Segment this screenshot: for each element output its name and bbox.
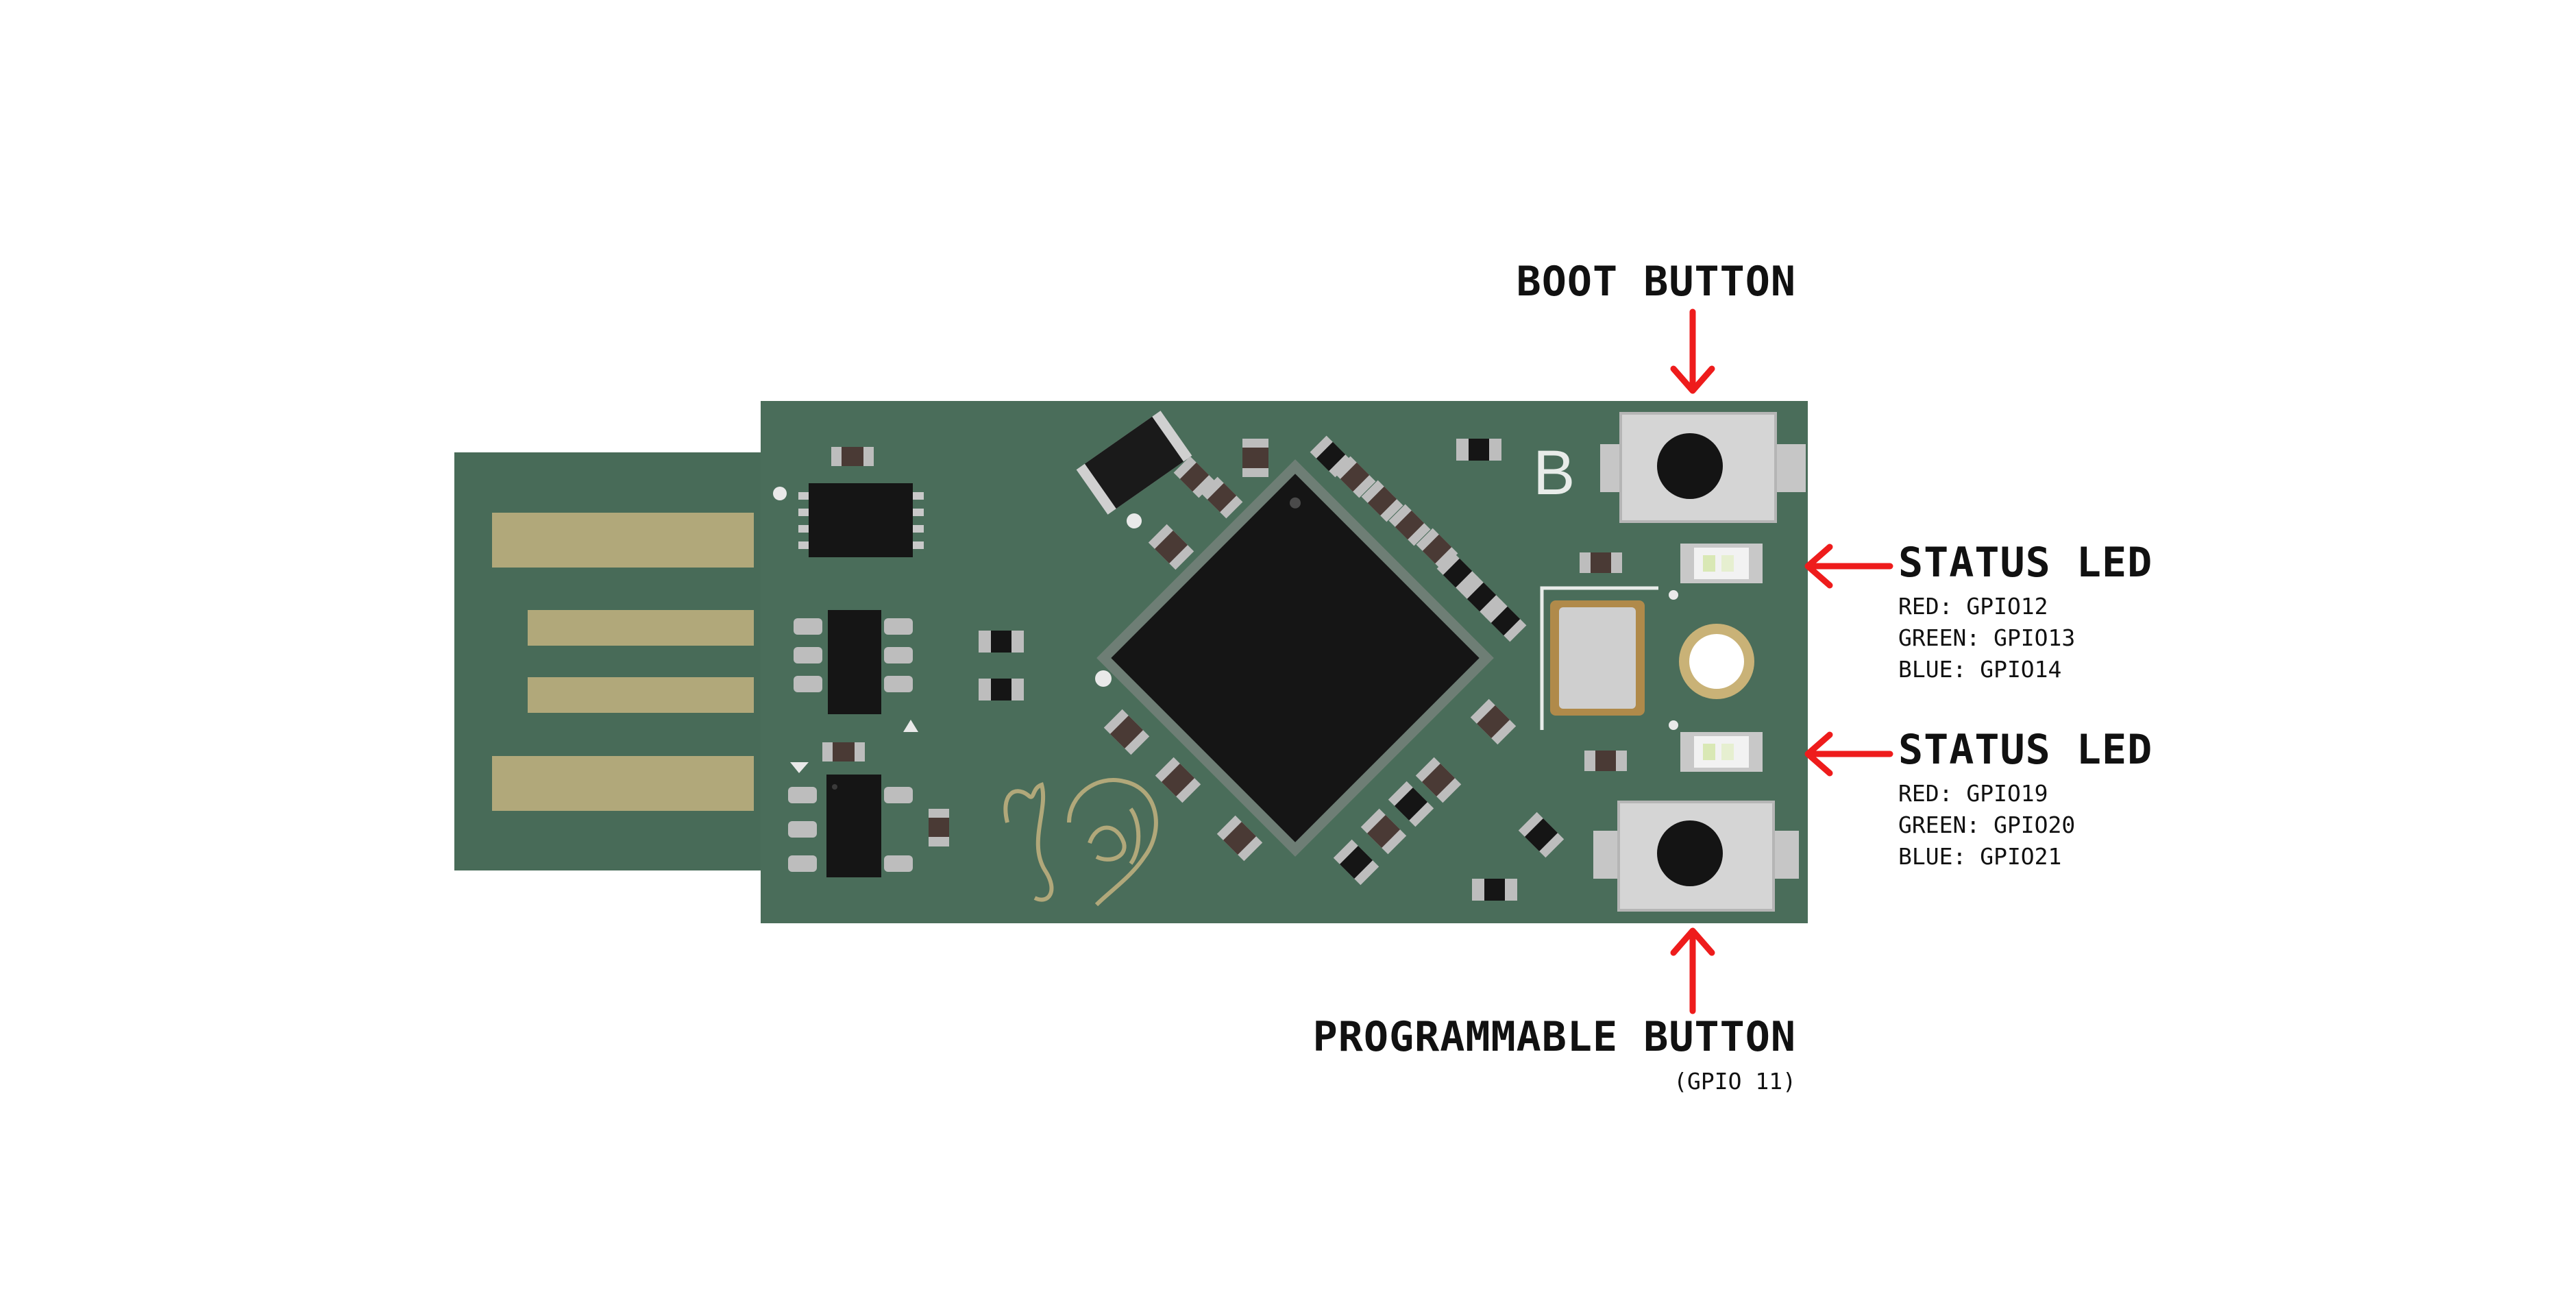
crystal-oscillator — [1550, 600, 1645, 716]
programmable-button — [1593, 801, 1799, 912]
usb-pad-4 — [492, 756, 754, 811]
ic-bottom-left — [788, 742, 913, 877]
label-status-led-2: STATUS LED RED: GPIO19 GREEN: GPIO20 BLU… — [1898, 726, 2152, 873]
arrow-boot-button — [1670, 308, 1715, 394]
label-programmable-button-gpio: (GPIO 11) — [1673, 1068, 1796, 1095]
usb-pad-2 — [528, 610, 754, 646]
status-led-2-red: RED: GPIO19 — [1898, 780, 2048, 807]
capacitor-pair — [979, 631, 1024, 700]
status-led-2-blue: BLUE: GPIO21 — [1898, 843, 2062, 870]
status-led-2-title: STATUS LED — [1898, 726, 2153, 774]
usb-pad-3 — [528, 677, 754, 713]
label-status-led-1: STATUS LED RED: GPIO12 GREEN: GPIO13 BLU… — [1898, 539, 2152, 685]
logo-artwork — [1003, 778, 1158, 907]
silkscreen-letter: B — [1533, 438, 1575, 508]
mounting-hole — [1679, 624, 1754, 699]
arrow-status-led-2 — [1804, 731, 1893, 777]
oscillator-outline — [1540, 586, 1658, 730]
passive-components — [1103, 435, 1627, 901]
arrow-programmable-button — [1670, 927, 1715, 1014]
status-led-1-green: GREEN: GPIO13 — [1898, 624, 2076, 651]
label-boot-button: BOOT BUTTON — [1516, 258, 1796, 306]
status-led-1-title: STATUS LED — [1898, 539, 2153, 587]
resistor-bottom-left — [929, 809, 949, 846]
ic-top-left — [773, 483, 924, 557]
status-led-1 — [1669, 544, 1763, 600]
resistor-top — [831, 447, 874, 466]
arrow-status-led-1 — [1804, 544, 1893, 589]
usb-pad-1 — [492, 513, 754, 568]
boot-button — [1600, 412, 1806, 523]
label-programmable-button: PROGRAMMABLE BUTTON — [1312, 1013, 1796, 1061]
status-led-1-blue: BLUE: GPIO14 — [1898, 656, 2062, 683]
status-led-2-green: GREEN: GPIO20 — [1898, 812, 2076, 838]
diode-top — [1076, 411, 1192, 515]
ic-middle-left — [794, 610, 918, 732]
status-led-2 — [1669, 720, 1763, 772]
status-led-1-red: RED: GPIO12 — [1898, 593, 2048, 620]
